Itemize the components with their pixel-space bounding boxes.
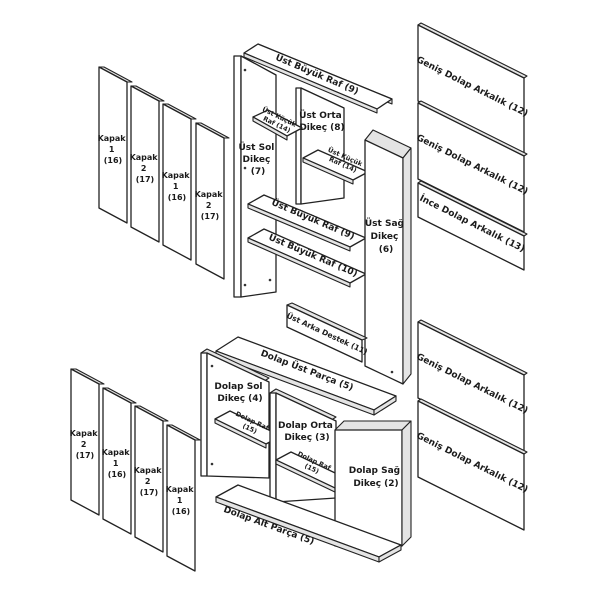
lower-door-4: Kapak 1 (16) bbox=[166, 424, 201, 572]
lower-shelf-left: Dolap Raf (15) bbox=[214, 410, 282, 449]
svg-text:Dolap Sol Dikeç (4): Dolap Sol Dikeç (4) bbox=[214, 382, 265, 404]
upper-door-4: Kapak 2 (17) bbox=[195, 122, 230, 280]
svg-text:Kapak 1 (16): Kapak 1 (16) bbox=[166, 485, 197, 516]
svg-text:Kapak 2 (17): Kapak 2 (17) bbox=[130, 153, 161, 184]
svg-text:Kapak 1 (16): Kapak 1 (16) bbox=[98, 134, 129, 165]
lower-door-1: Kapak 2 (17) bbox=[70, 368, 105, 516]
svg-text:Üst Orta Dikeç (8): Üst Orta Dikeç (8) bbox=[299, 110, 345, 133]
svg-text:Kapak 1 (16): Kapak 1 (16) bbox=[102, 448, 133, 479]
svg-text:Kapak 1 (16): Kapak 1 (16) bbox=[162, 171, 193, 202]
svg-text:Kapak 2 (17): Kapak 2 (17) bbox=[134, 466, 165, 497]
svg-text:Üst Sol Dikeç (7): Üst Sol Dikeç (7) bbox=[239, 142, 278, 177]
lower-door-3: Kapak 2 (17) bbox=[134, 405, 169, 553]
upper-middle-upright: Üst Orta Dikeç (8) bbox=[295, 87, 345, 205]
upper-small-shelf-right: Üst Küçük Raf (14) bbox=[302, 145, 369, 185]
upper-top-shelf: Üst Büyük Raf (9) bbox=[243, 43, 393, 114]
svg-text:Dolap Sağ Dikeç (2): Dolap Sağ Dikeç (2) bbox=[349, 466, 404, 489]
lower-door-2: Kapak 1 (16) bbox=[102, 387, 137, 535]
upper-door-1: Kapak 1 (16) bbox=[98, 66, 133, 224]
lower-right-upright: Dolap Sağ Dikeç (2) bbox=[334, 420, 412, 547]
upper-back-support: Üst Arka Destek (11) bbox=[285, 302, 369, 363]
upper-left-upright: Üst Sol Dikeç (7) bbox=[233, 55, 278, 298]
upper-door-2: Kapak 2 (17) bbox=[130, 85, 165, 243]
svg-text:Üst Sağ Dikeç (6): Üst Sağ Dikeç (6) bbox=[365, 218, 407, 255]
upper-door-3: Kapak 1 (16) bbox=[162, 103, 197, 261]
svg-text:Dolap Orta Dikeç (3): Dolap Orta Dikeç (3) bbox=[278, 421, 336, 443]
svg-text:Kapak 2 (17): Kapak 2 (17) bbox=[195, 190, 226, 221]
svg-text:Kapak 2 (17): Kapak 2 (17) bbox=[70, 429, 101, 460]
upper-right-upright: Üst Sağ Dikeç (6) bbox=[364, 129, 412, 385]
